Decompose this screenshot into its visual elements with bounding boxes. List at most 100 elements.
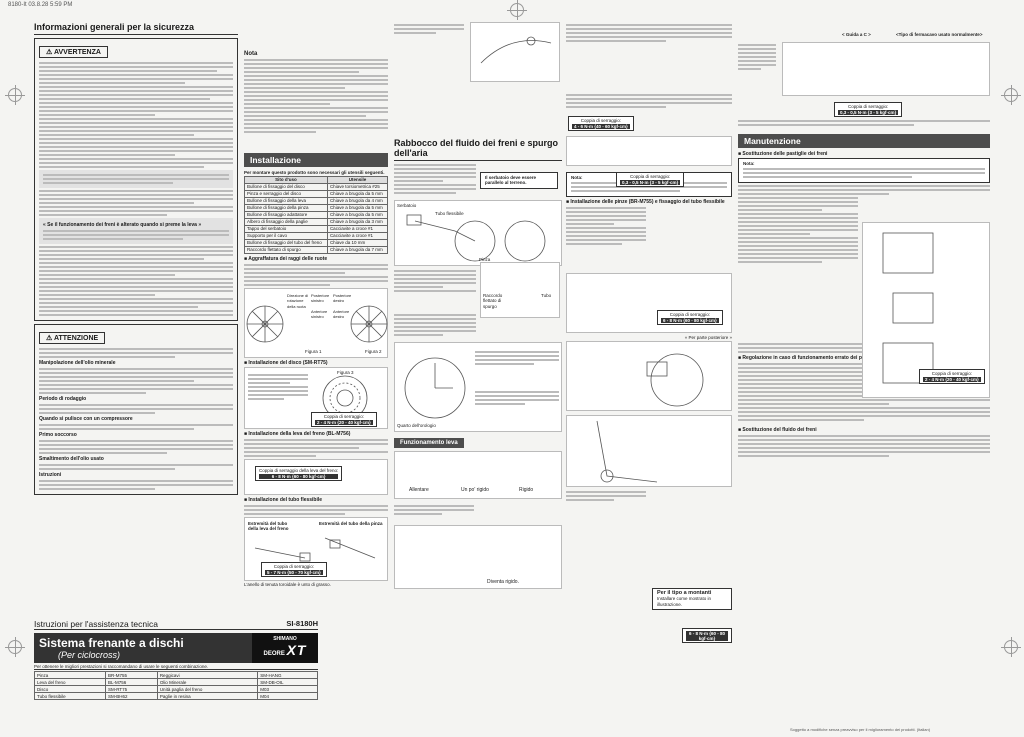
registration-mark-top-center [507, 0, 527, 20]
label-tubo-flessibile: Tubo flessibile [435, 211, 464, 216]
tool-cell: Chiave a brugola da 5 mm [326, 210, 389, 219]
rear-right-label: Posteriore destro [333, 292, 352, 304]
combo-cell: Olio Minerale [156, 678, 259, 687]
tool-cell: Supporto per il cavo [244, 231, 328, 240]
combo-cell: M03 [257, 685, 318, 694]
combo-cell: SM-BH62 [105, 692, 158, 701]
attention-label: ⚠ ATTENZIONE [39, 332, 106, 344]
install-column: Nota Installazione Per montare questo pr… [244, 22, 389, 587]
rear-tag: « Per parte posteriore » [684, 335, 732, 341]
caliper-title: ■ Installazione delle pinze (BR-M755) e … [566, 199, 725, 206]
install-section-bar: Installazione [244, 153, 388, 168]
registration-mark-bottom-left [5, 637, 25, 657]
warning-text-lines [39, 62, 233, 168]
manip-label: Manipolazione dell'olio minerale [39, 360, 116, 366]
tool-cell: Chiave a brugola da 5 mm [326, 189, 389, 198]
nota-heading: Nota [244, 51, 258, 57]
front-left-label: Anteriore sinistro [311, 308, 328, 320]
pad-replace-title: ■ Sostituzione delle pastiglie dei freni [738, 151, 828, 157]
fig1-label: Figura 1 [305, 348, 322, 354]
lever-feel-diagram: Allentare Un po' rigido Rigido [394, 451, 562, 499]
clock-diagram: Quarto dell'orologio [394, 342, 562, 432]
combo-cell: Disco [33, 685, 107, 694]
bleed-title: Rabbocco del fluido dei freni e spurgo d… [394, 138, 562, 161]
tool-cell: Bullone di fissaggio del disco [244, 182, 328, 191]
tool-cell: Chiave torsiometrica #25 [326, 182, 389, 191]
spoke-diagram: Direzione di rotazione della ruota Poste… [244, 287, 388, 358]
tool-cell: Chiave a brugola da 7 mm [326, 245, 389, 254]
guida-torque: Coppia di serraggio:0,3 - 0,5 N·m {3 - 5… [834, 102, 903, 117]
warning-triangle-icon: ⚠ [46, 49, 54, 56]
service-instructions-heading: Istruzioni per l'assistenza tecnica SI-8… [34, 619, 318, 630]
bleed-setup-diagram: Serbatoio Tubo flessibile Pinza [394, 200, 562, 266]
last-torque: 6 - 8 N·m {60 - 80 kgf·cm} [682, 628, 732, 643]
install-intro: Per montare questo prodotto sono necessa… [244, 170, 385, 176]
pad-diagram: Coppia di serraggio:2 - 4 N·m {20 - 40 k… [862, 222, 990, 398]
shimano-deore-xt-logo: SHIMANO DEORE XT [252, 633, 318, 663]
registration-mark-top-left [5, 85, 25, 105]
hose-route-svg [596, 420, 658, 483]
pad-note: Nota: [738, 158, 990, 184]
tool-cell: Chiave da 10 mm [326, 238, 389, 247]
file-stamp: 8180-It 03.8.28 5:59 PM [8, 2, 73, 8]
guida-tag: < Guida a C > [842, 32, 871, 37]
lever-top-diagram [470, 22, 560, 82]
rigid-label: Diventa rigido. [487, 579, 519, 585]
bleed-setup-svg [406, 214, 546, 262]
maintenance-bar: Manutenzione [738, 134, 990, 148]
caliper-diagram-front: Coppia di serraggio:6 - 8 N·m {60 - 80 k… [566, 273, 732, 334]
reservoir-note: Il serbatoio deve essere parallelo al te… [480, 172, 558, 189]
tool-cell: Chiave a brugola da 4 mm [326, 196, 389, 205]
front-right-label: Anteriore destro [333, 308, 350, 320]
disc-torque: Coppia di serraggio:2 - 4 N·m {20 - 40 k… [311, 411, 377, 427]
combo-cell: M04 [257, 692, 318, 701]
cap-torque: Coppia di serraggio:0,3 - 0,5 N·m {3 - 5… [616, 172, 685, 187]
tools-table: Sito d'uso Utensile Bullone di fissaggio… [244, 175, 389, 254]
step7-diagram [566, 136, 732, 166]
rigid-diagram: Diventa rigido. [394, 525, 562, 589]
label-tubo: Tubo [541, 293, 552, 298]
label-pinza: Pinza [479, 257, 491, 262]
opt-rigido: Rigido [519, 487, 534, 493]
bleed-torque: Coppia di serraggio:4 - 6 N·m {40 - 60 k… [568, 116, 634, 131]
smalt-label: Smaltimento dell'olio usato [39, 456, 104, 462]
montanti-sub: Installare come mostrato in illustrazion… [657, 596, 712, 607]
fine-print: Soggetto a modifiche senza preavviso per… [790, 727, 931, 732]
fig2-label: Figura 2 [365, 348, 382, 354]
pad-svg [882, 232, 934, 384]
opt-allentare: Allentare [409, 487, 429, 493]
tool-cell: Bullone di fissaggio della pinza [244, 203, 328, 212]
fermacavo-tag: <Tipo di fermacavo usato normalmente> [896, 32, 983, 37]
product-title: Sistema frenante a dischi [39, 636, 184, 650]
combo-cell: SM-DB-OIL [257, 678, 318, 687]
product-banner: Sistema frenante a dischi (Per ciclocros… [34, 633, 252, 663]
combo-cell: SM-RT75 [105, 685, 158, 694]
registration-mark-bottom-right [1001, 637, 1021, 657]
combo-cell: Pinza [33, 671, 107, 680]
caliper-column: Coppia di serraggio:4 - 6 N·m {40 - 60 k… [566, 22, 732, 643]
doc-code: SI-8180H [286, 619, 318, 628]
caliper-torque: Coppia di serraggio:6 - 8 N·m {60 - 80 k… [657, 310, 723, 326]
lever-label: ■ Installazione della leva del freno (BL… [244, 430, 351, 437]
caliper-rear-svg [646, 353, 704, 407]
caliper-diagram-rear [566, 340, 732, 411]
periodo-label: Periodo di rodaggio [39, 396, 87, 402]
safety-column: Informazioni generali per la sicurezza ⚠… [34, 22, 238, 495]
bleed-column: Rabbocco del fluido dei freni e spurgo d… [394, 22, 562, 589]
warning-box: ⚠ AVVERTENZA « Se il funzionamento dei f… [34, 38, 238, 321]
warning-label: ⚠ AVVERTENZA [39, 46, 108, 58]
pulizia-label: Quando si pulisce con un compressore [39, 416, 133, 422]
attention-box: ⚠ ATTENZIONE Manipolazione dell'olio min… [34, 324, 238, 495]
